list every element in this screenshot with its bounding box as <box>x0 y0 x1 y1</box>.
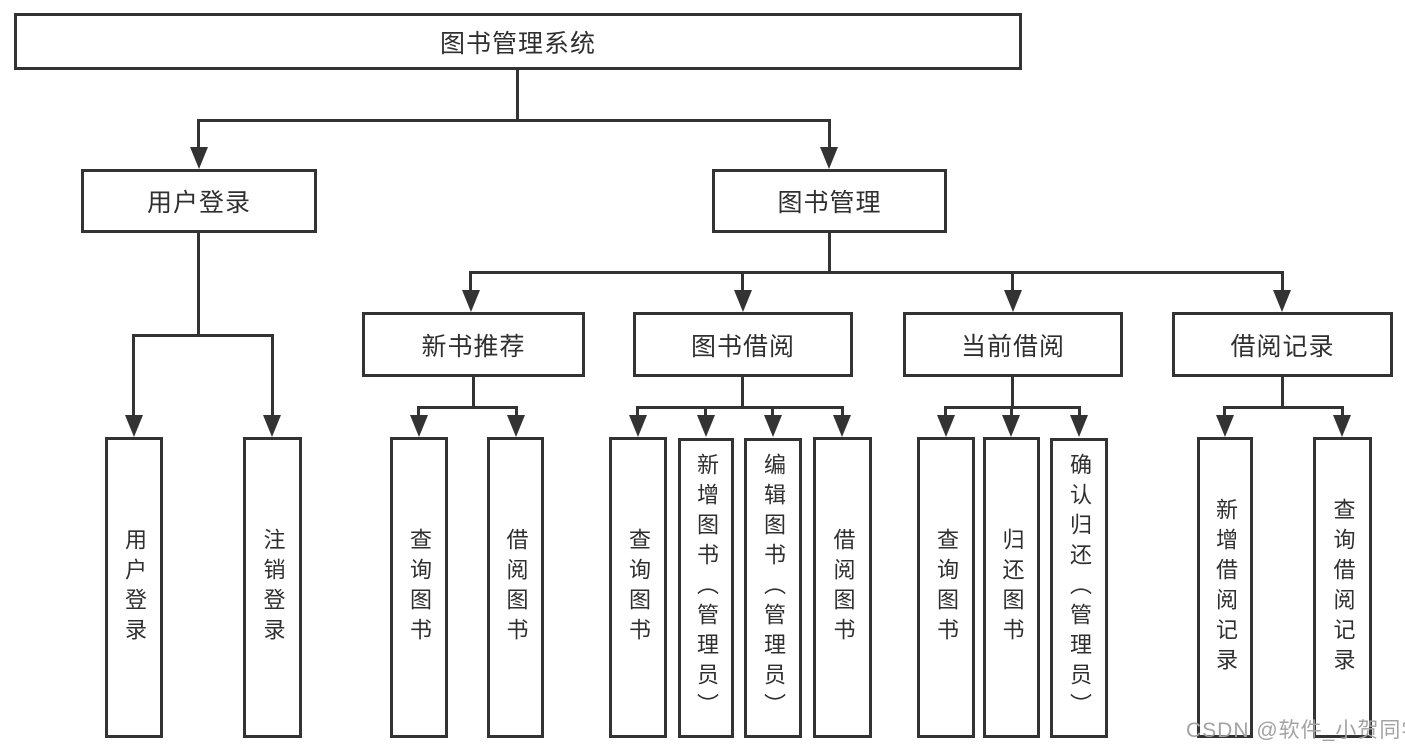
node-user-login: 用户登录 <box>81 169 317 233</box>
node-book-borrowing-label: 图书借阅 <box>690 332 795 361</box>
node-leaf-add-books-admin-label: 新增图书（管理员） <box>694 453 719 723</box>
arrow-down-icon <box>937 415 955 437</box>
arrow-down-icon <box>410 415 428 437</box>
connector-line <box>741 377 744 409</box>
arrow-down-icon <box>507 415 525 437</box>
node-leaf-borrow-books-bb: 借阅图书 <box>813 437 872 738</box>
node-leaf-query-borrow-record: 查询借阅记录 <box>1313 437 1372 738</box>
node-borrowing-records: 借阅记录 <box>1172 312 1393 377</box>
connector-line <box>469 271 472 291</box>
arrow-down-icon <box>190 147 208 169</box>
connector-line <box>704 406 707 418</box>
connector-line <box>741 271 744 291</box>
connector-line <box>132 334 135 416</box>
node-new-book-recommend: 新书推荐 <box>362 312 585 377</box>
connector-line <box>417 406 518 409</box>
node-leaf-return-books-label: 归还图书 <box>999 527 1025 648</box>
node-book-borrowing: 图书借阅 <box>633 312 853 377</box>
arrow-down-icon <box>734 290 752 312</box>
node-leaf-return-books: 归还图书 <box>983 437 1040 738</box>
arrow-down-icon <box>1216 415 1234 437</box>
arrow-down-icon <box>1273 290 1291 312</box>
node-book-management: 图书管理 <box>712 169 947 233</box>
node-leaf-borrow-books-nb: 借阅图书 <box>487 437 544 738</box>
connector-line <box>841 406 844 418</box>
node-leaf-query-books-nb: 查询图书 <box>390 437 448 738</box>
connector-line <box>515 406 518 418</box>
connector-line <box>828 119 831 149</box>
arrow-down-icon <box>764 415 782 437</box>
node-leaf-borrow-books-nb-label: 借阅图书 <box>503 527 529 648</box>
connector-line <box>197 119 830 122</box>
connector-line <box>1223 406 1226 418</box>
node-leaf-query-borrow-record-label: 查询借阅记录 <box>1330 497 1356 678</box>
connector-line <box>1011 271 1014 291</box>
node-leaf-query-books-bb-label: 查询图书 <box>626 527 651 648</box>
node-leaf-query-books-cb-label: 查询图书 <box>934 527 959 648</box>
arrow-down-icon <box>1070 415 1088 437</box>
node-leaf-edit-books-admin: 编辑图书（管理员） <box>744 438 802 738</box>
node-leaf-add-books-admin: 新增图书（管理员） <box>678 438 734 738</box>
connector-line <box>828 233 831 274</box>
node-leaf-add-borrow-record-label: 新增借阅记录 <box>1213 497 1238 678</box>
connector-line <box>1281 271 1284 291</box>
arrow-down-icon <box>697 415 715 437</box>
connector-line <box>944 406 947 418</box>
node-leaf-user-login-label: 用户登录 <box>122 527 147 648</box>
connector-line <box>1281 377 1284 409</box>
node-current-borrowing-label: 当前借阅 <box>960 332 1065 361</box>
node-leaf-query-books-nb-label: 查询图书 <box>407 527 432 648</box>
node-root-label: 图书管理系统 <box>439 29 596 58</box>
arrow-down-icon <box>462 290 480 312</box>
node-leaf-borrow-books-bb-label: 借阅图书 <box>830 527 856 648</box>
node-root: 图书管理系统 <box>14 13 1022 70</box>
arrow-down-icon <box>833 415 851 437</box>
arrow-down-icon <box>125 415 143 437</box>
node-current-borrowing: 当前借阅 <box>903 312 1123 377</box>
node-leaf-user-login: 用户登录 <box>105 437 163 738</box>
node-borrowing-records-label: 借阅记录 <box>1230 332 1335 361</box>
node-new-book-recommend-label: 新书推荐 <box>421 332 526 361</box>
node-leaf-edit-books-admin-label: 编辑图书（管理员） <box>761 453 786 723</box>
connector-line <box>516 70 519 120</box>
connector-line <box>1341 406 1344 418</box>
node-leaf-logout: 注销登录 <box>243 437 302 738</box>
arrow-down-icon <box>820 147 838 169</box>
connector-line <box>469 271 1284 274</box>
connector-line <box>271 334 274 416</box>
node-leaf-add-borrow-record: 新增借阅记录 <box>1197 437 1253 738</box>
connector-line <box>472 377 475 409</box>
arrow-down-icon <box>263 415 281 437</box>
arrow-down-icon <box>1002 415 1020 437</box>
node-leaf-confirm-return-admin: 确认归还（管理员） <box>1050 438 1108 738</box>
node-leaf-confirm-return-admin-label: 确认归还（管理员） <box>1067 453 1092 723</box>
csdn-watermark: CSDN @软件_小贺同学 <box>1186 719 1405 742</box>
connector-line <box>197 233 200 337</box>
connector-line <box>636 406 639 418</box>
node-user-login-label: 用户登录 <box>146 189 251 217</box>
connector-line <box>1078 406 1081 418</box>
arrow-down-icon <box>1333 415 1351 437</box>
connector-line <box>1010 406 1013 418</box>
connector-line <box>1223 406 1344 409</box>
connector-line <box>132 334 274 337</box>
connector-line <box>636 406 844 409</box>
arrow-down-icon <box>629 415 647 437</box>
node-leaf-query-books-bb: 查询图书 <box>609 437 667 738</box>
node-book-management-label: 图书管理 <box>777 189 882 217</box>
node-leaf-query-books-cb: 查询图书 <box>917 437 975 738</box>
node-leaf-logout-label: 注销登录 <box>260 527 286 648</box>
connector-line <box>197 119 200 149</box>
connector-line <box>417 406 420 418</box>
connector-line <box>1011 377 1014 409</box>
arrow-down-icon <box>1004 290 1022 312</box>
connector-line <box>771 406 774 418</box>
